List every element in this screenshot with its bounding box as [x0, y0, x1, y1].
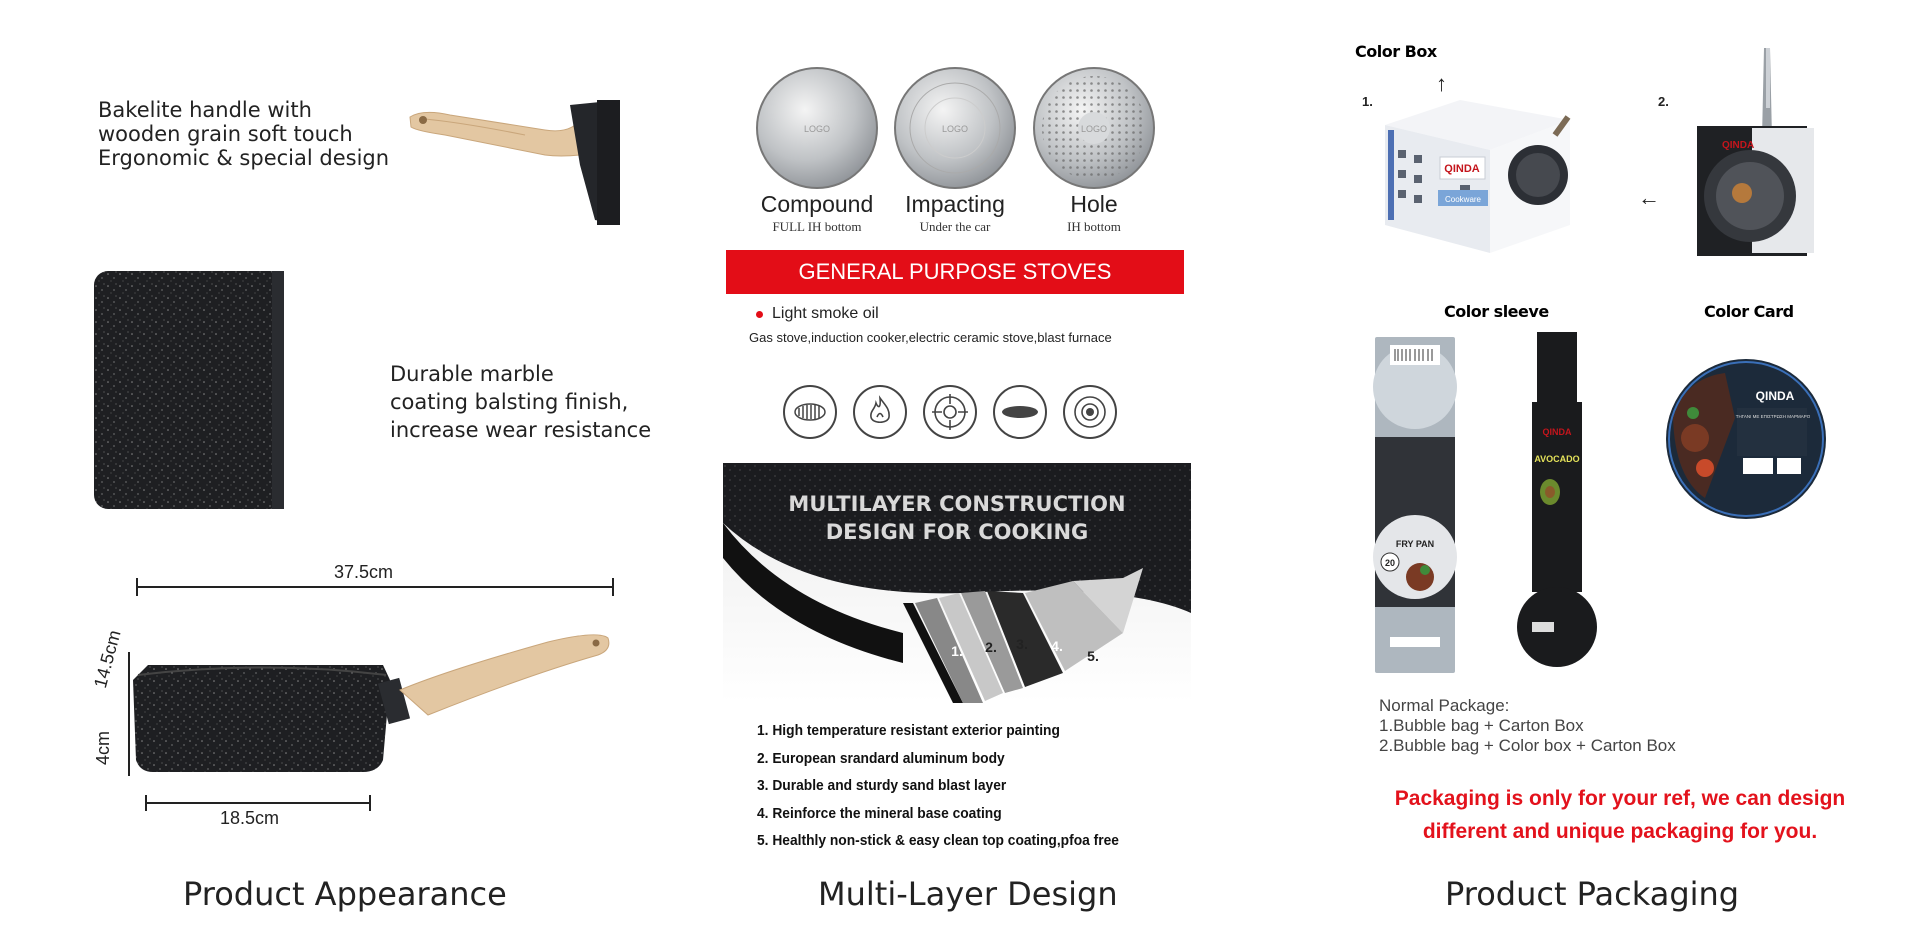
- base-dimension-line: [145, 802, 371, 804]
- bullet-dot: [756, 310, 763, 318]
- induction-coil-icon: [783, 385, 837, 439]
- color-card-brand: QINDA: [1756, 389, 1795, 403]
- impacting-bottom-disc: LOGO: [894, 67, 1016, 189]
- hotplate-icon: [1063, 385, 1117, 439]
- hole-sub: IH bottom: [1067, 219, 1121, 234]
- base-label: 18.5cm: [220, 808, 280, 828]
- layer-number-5: 5.: [1087, 648, 1099, 664]
- layer-list: 1. High temperature resistant exterior p…: [757, 717, 1150, 855]
- layer-item-2: 2. European srandard aluminum body: [757, 749, 1005, 767]
- color-card-heading: Color Card: [1704, 302, 1794, 321]
- smoke-oil-bullet: Light smoke oil: [756, 305, 879, 323]
- hole-bottom-disc: LOGO: [1033, 67, 1155, 189]
- package-number-1: 1.: [1362, 94, 1373, 109]
- sleeve-1-size: 20: [1385, 558, 1395, 568]
- layer-number-2: 2.: [985, 639, 997, 655]
- height-label: 4cm: [93, 730, 113, 765]
- color-sleeve-2-image: QINDA AVOCADO: [1517, 332, 1597, 667]
- construction-heading-1: MULTILAYER CONSTRUCTION: [788, 492, 1125, 516]
- appearance-title: Product Appearance: [183, 875, 507, 913]
- stoves-banner: GENERAL PURPOSE STOVES: [726, 250, 1184, 294]
- svg-text:LOGO: LOGO: [1081, 124, 1107, 134]
- length-label: 37.5cm: [334, 562, 394, 582]
- color-box-text: Cookware: [1445, 195, 1482, 204]
- compound-sub: FULL IH bottom: [772, 219, 862, 234]
- arrow-left-icon: ←: [1638, 185, 1660, 210]
- color-box-heading: Color Box: [1355, 42, 1437, 61]
- svg-text:LOGO: LOGO: [942, 124, 968, 134]
- color-box-image: QINDA Cookware: [1385, 100, 1571, 253]
- gas-burner-icon: [923, 385, 977, 439]
- color-box-brand: QINDA: [1444, 163, 1480, 175]
- layer-number-3: 3.: [1016, 636, 1028, 652]
- layer-item-5: 5. Healthly non-stick & easy clean top c…: [757, 832, 1119, 849]
- multilayer-construction-image: MULTILAYER CONSTRUCTION DESIGN FOR COOKI…: [723, 463, 1191, 703]
- sleeve-2-brand: QINDA: [1543, 427, 1573, 437]
- layer-item-1: 1. High temperature resistant exterior p…: [757, 722, 1060, 739]
- stove-icons: [783, 385, 1117, 439]
- handle-description: Bakelite handle with wooden grain soft t…: [98, 98, 390, 170]
- sleeve-2-text: AVOCADO: [1534, 454, 1579, 464]
- layer-number-1: 1.: [951, 643, 963, 659]
- coating-description: Durable marble coating balsting finish, …: [390, 362, 652, 442]
- multilayer-title: Multi-Layer Design: [818, 875, 1118, 913]
- construction-heading-2: DESIGN FOR COOKING: [826, 520, 1089, 544]
- impacting-label: Impacting: [905, 191, 1005, 217]
- pan-box-image: QINDA: [1697, 48, 1814, 256]
- layer-number-4: 4.: [1051, 638, 1063, 654]
- arrow-up-icon: ↑: [1436, 71, 1447, 96]
- pan-box-brand: QINDA: [1722, 140, 1754, 151]
- packaging-note: Packaging is only for your ref, we can d…: [1394, 787, 1846, 843]
- compound-bottom-disc: LOGO: [756, 67, 878, 189]
- pan-side-image: [133, 634, 610, 772]
- stoves-line: Gas stove,induction cooker,electric cera…: [749, 330, 1112, 345]
- handle-closeup-image: [409, 100, 620, 225]
- ceramic-plate-icon: [993, 385, 1047, 439]
- svg-text:LOGO: LOGO: [804, 124, 830, 134]
- packaging-title: Product Packaging: [1445, 875, 1740, 913]
- hole-label: Hole: [1070, 191, 1118, 217]
- normal-package-label: Normal Package:: [1379, 696, 1510, 715]
- sleeve-1-text: FRY PAN: [1396, 539, 1434, 549]
- compound-label: Compound: [760, 191, 874, 217]
- color-card-text: ΤΗΓΑΝΙ ΜΕ ΕΠΙΣΤΡΩΣΗ ΜΑΡΜΑΡΟ: [1736, 414, 1811, 419]
- impacting-sub: Under the car: [919, 219, 991, 234]
- normal-package-option-1: 1.Bubble bag + Carton Box: [1379, 716, 1584, 735]
- width-label: 14.5cm: [90, 627, 125, 691]
- flame-icon: [853, 385, 907, 439]
- marble-coating-image: [94, 271, 284, 509]
- package-number-2: 2.: [1658, 94, 1669, 109]
- layer-item-4: 4. Reinforce the mineral base coating: [757, 804, 1002, 822]
- layer-item-3: 3. Durable and sturdy sand blast layer: [757, 777, 1007, 794]
- color-card-image: QINDA ΤΗΓΑΝΙ ΜΕ ΕΠΙΣΤΡΩΣΗ ΜΑΡΜΑΡΟ: [1666, 359, 1826, 519]
- color-sleeve-1-image: FRY PAN 20: [1373, 337, 1457, 673]
- normal-package-list: 1.Bubble bag + Carton Box 2.Bubble bag +…: [1379, 716, 1676, 756]
- color-sleeve-heading: Color sleeve: [1444, 302, 1549, 321]
- length-dimension-line: [136, 586, 614, 588]
- normal-package-option-2: 2.Bubble bag + Color box + Carton Box: [1379, 736, 1676, 755]
